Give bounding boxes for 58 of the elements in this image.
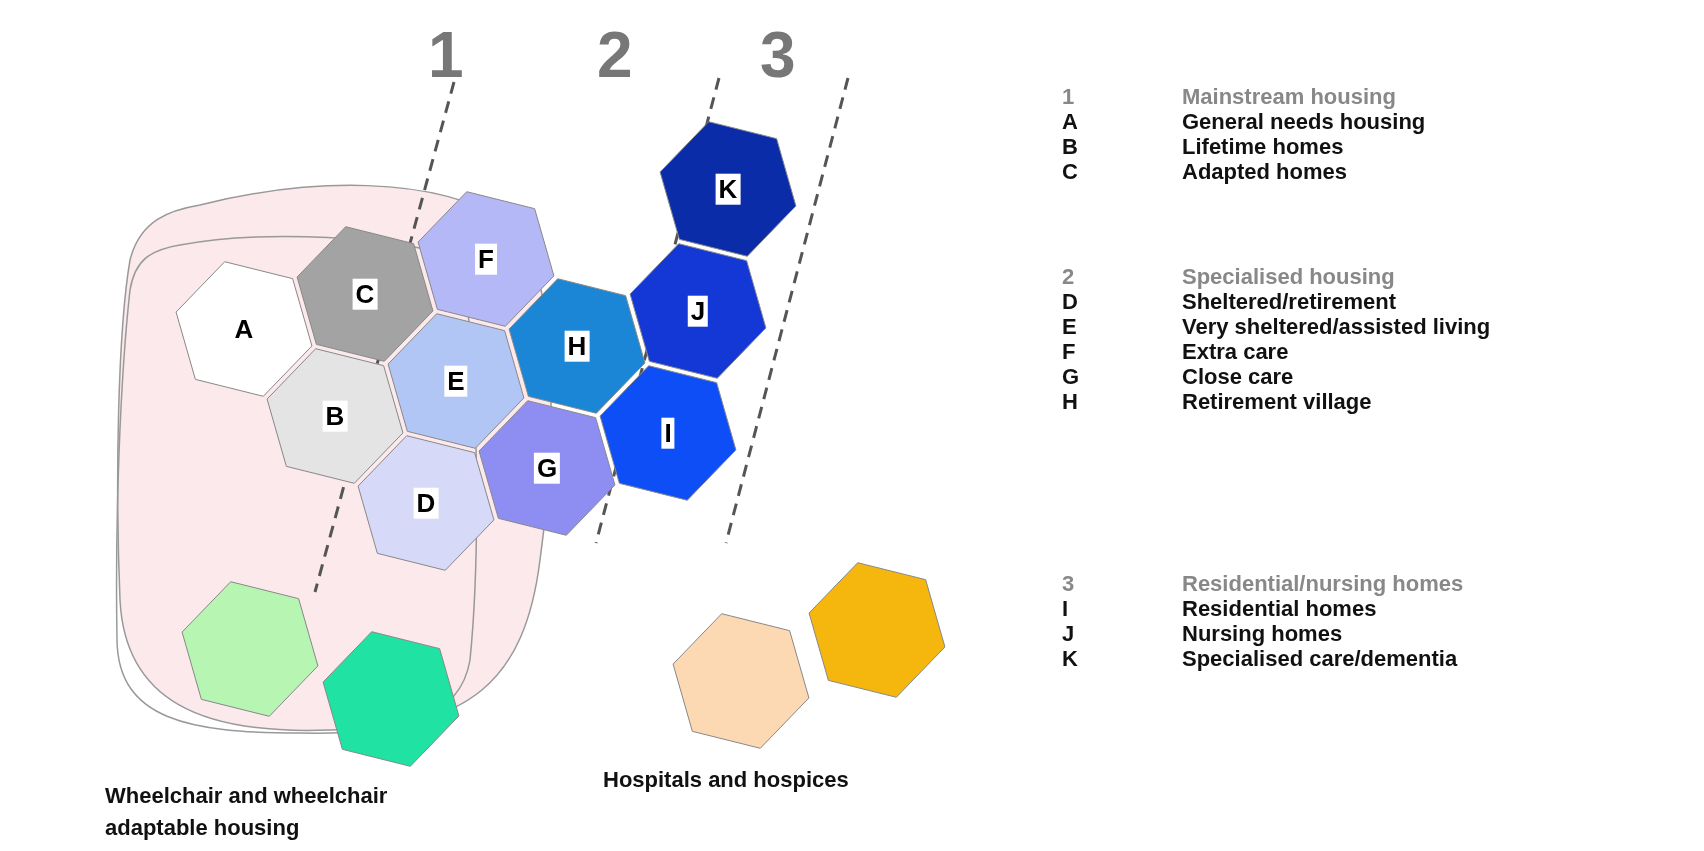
hexagon-letter: B [322, 400, 348, 432]
hexagon-cell [173, 258, 315, 400]
legend-text: Nursing homes [1182, 621, 1343, 647]
hexagon-cell [355, 432, 497, 574]
hexagon-cell [320, 628, 462, 770]
legend-heading: Mainstream housing [1182, 84, 1396, 110]
legend-text: Specialised care/dementia [1182, 646, 1458, 672]
caption: Wheelchair and wheelchair adaptable housing [105, 782, 389, 842]
legend-key: H [1062, 389, 1078, 415]
hexagon-letter: I [661, 417, 675, 449]
legend-key: 2 [1062, 264, 1075, 290]
hexagon-cell [385, 310, 527, 452]
legend-text: Very sheltered/assisted living [1182, 314, 1491, 340]
legend-key: A [1062, 109, 1078, 135]
legend-text: Residential homes [1182, 596, 1377, 622]
legend-key: C [1062, 159, 1078, 185]
legend-key: 3 [1062, 571, 1075, 597]
hexagon-letter: C [352, 278, 378, 310]
hexagon-letter: K [715, 173, 741, 205]
hexagon-cell [264, 345, 406, 487]
legend-key: I [1062, 596, 1069, 622]
hexagon-cell [597, 362, 739, 504]
legend-text: Close care [1182, 364, 1294, 390]
legend-key: D [1062, 289, 1078, 315]
hexagon-cell [476, 397, 618, 539]
legend-key: F [1062, 339, 1076, 365]
hexagon-letter: F [475, 243, 497, 275]
legend-text: Lifetime homes [1182, 134, 1344, 160]
hexagon-cell [179, 578, 321, 720]
hexagon-letter: E [444, 365, 468, 397]
hexagon-cell [657, 118, 799, 260]
legend-key: G [1062, 364, 1080, 390]
legend-key: 1 [1062, 84, 1075, 110]
legend-text: Adapted homes [1182, 159, 1348, 185]
hexagon-letter: D [413, 487, 439, 519]
legend-key: E [1062, 314, 1077, 340]
hexagon-cell [294, 223, 436, 365]
hexagon-cell [506, 275, 648, 417]
legend-key: B [1062, 134, 1078, 160]
hexagon-letter: J [687, 295, 709, 327]
hexagon-cell [627, 240, 769, 382]
legend-text: Retirement village [1182, 389, 1372, 415]
zone-number: 1 [428, 18, 464, 92]
legend-text: General needs housing [1182, 109, 1426, 135]
legend-key: J [1062, 621, 1075, 647]
legend-key: K [1062, 646, 1078, 672]
hexagon-cell [806, 559, 948, 701]
legend-text: Extra care [1182, 339, 1289, 365]
zone-number: 3 [760, 18, 796, 92]
zone-number: 2 [597, 18, 633, 92]
hexagon-cell [670, 610, 812, 752]
legend-heading: Residential/nursing homes [1182, 571, 1464, 597]
hexagon-cell [415, 188, 557, 330]
hexagon-letter: H [564, 330, 590, 362]
legend-text: Sheltered/retirement [1182, 289, 1396, 315]
caption: Hospitals and hospices [603, 767, 849, 793]
hexagon-letter: G [533, 452, 561, 484]
legend-heading: Specialised housing [1182, 264, 1395, 290]
